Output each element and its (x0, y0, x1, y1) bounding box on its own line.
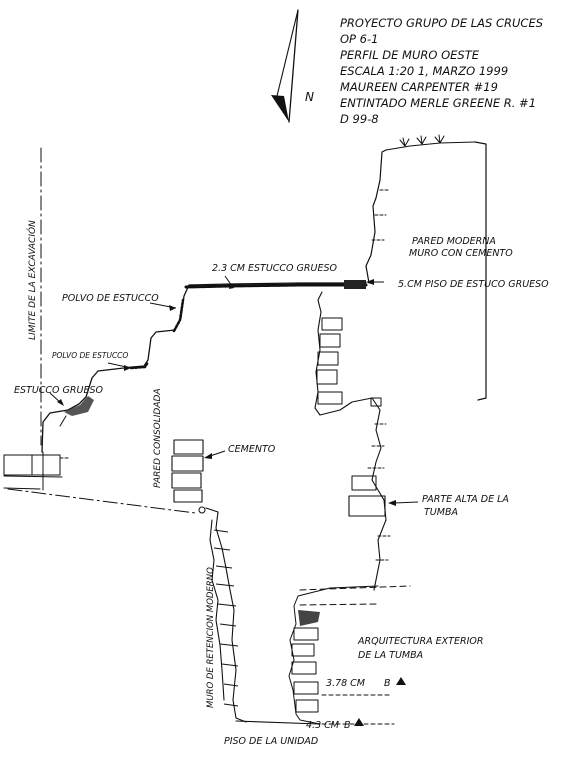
title-project: PROYECTO GRUPO DE LAS CRUCES (340, 16, 543, 30)
tomb-architecture (235, 585, 411, 726)
label-estucco-grueso-left: ESTUCCO GRUESO (14, 385, 104, 396)
title-drafter: MAUREEN CARPENTER #19 (340, 80, 498, 94)
label-measure-43-b: B (344, 720, 351, 731)
label-polvo-estucco-small: POLVO DE ESTUCCO (52, 351, 128, 360)
label-muro-retencion: MURO DE RETENCION MODERNO (206, 567, 216, 708)
label-cemento: CEMENTO (228, 444, 276, 455)
title-block: PROYECTO GRUPO DE LAS CRUCES OP 6-1 PERF… (340, 16, 543, 126)
label-piso-unidad: PISO DE LA UNIDAD (224, 736, 318, 747)
benchmark-triangle-icon (354, 718, 364, 726)
title-drawing-number: D 99-8 (340, 112, 379, 126)
annotations: 2.3 CM ESTUCCO GRUESO PARED MODERNA MURO… (14, 236, 549, 747)
label-parte-alta-2: TUMBA (424, 507, 458, 518)
label-arquitectura-1: ARQUITECTURA EXTERIOR (357, 636, 483, 647)
modern-wall (344, 134, 487, 401)
label-arquitectura-2: DE LA TUMBA (358, 650, 423, 661)
label-parte-alta-1: PARTE ALTA DE LA (422, 494, 509, 505)
label-limite-excavacion: LIMITE DE LA EXCAVACIÓN (26, 220, 38, 340)
title-scale-date: ESCALA 1:20 1, MARZO 1999 (340, 64, 508, 78)
leader-arrows (49, 275, 419, 506)
label-muro-cemento: MURO CON CEMENTO (409, 248, 513, 259)
label-estucco-grueso-top: 2.3 CM ESTUCCO GRUESO (212, 263, 337, 274)
title-inker: ENTINTADO MERLE GREENE R. #1 (340, 96, 536, 110)
west-wall-profile (3, 282, 368, 491)
consolidated-wall (314, 291, 391, 591)
label-polvo-estucco: POLVO DE ESTUCCO (62, 293, 159, 304)
title-operation: OP 6-1 (340, 32, 378, 46)
label-piso-estuco: 5.CM PISO DE ESTUCO GRUESO (398, 279, 549, 290)
retaining-wall: MURO DE RETENCION MODERNO (171, 439, 247, 723)
title-profile: PERFIL DE MURO OESTE (340, 48, 480, 62)
benchmark-triangle-icon (396, 677, 406, 685)
excavation-limit-line: LIMITE DE LA EXCAVACIÓN (7, 147, 196, 514)
north-arrow-icon: N (271, 9, 314, 123)
north-label: N (305, 90, 314, 104)
label-pared-consolidada: PARED CONSOLIDADA (153, 388, 163, 488)
label-measure-43: 4.3 CM (306, 720, 339, 731)
label-measure-378: 3.78 CM (326, 678, 365, 689)
label-measure-378-b: B (384, 678, 391, 689)
vegetation-marks-icon (399, 134, 445, 147)
label-pared-moderna: PARED MODERNA (412, 236, 496, 247)
